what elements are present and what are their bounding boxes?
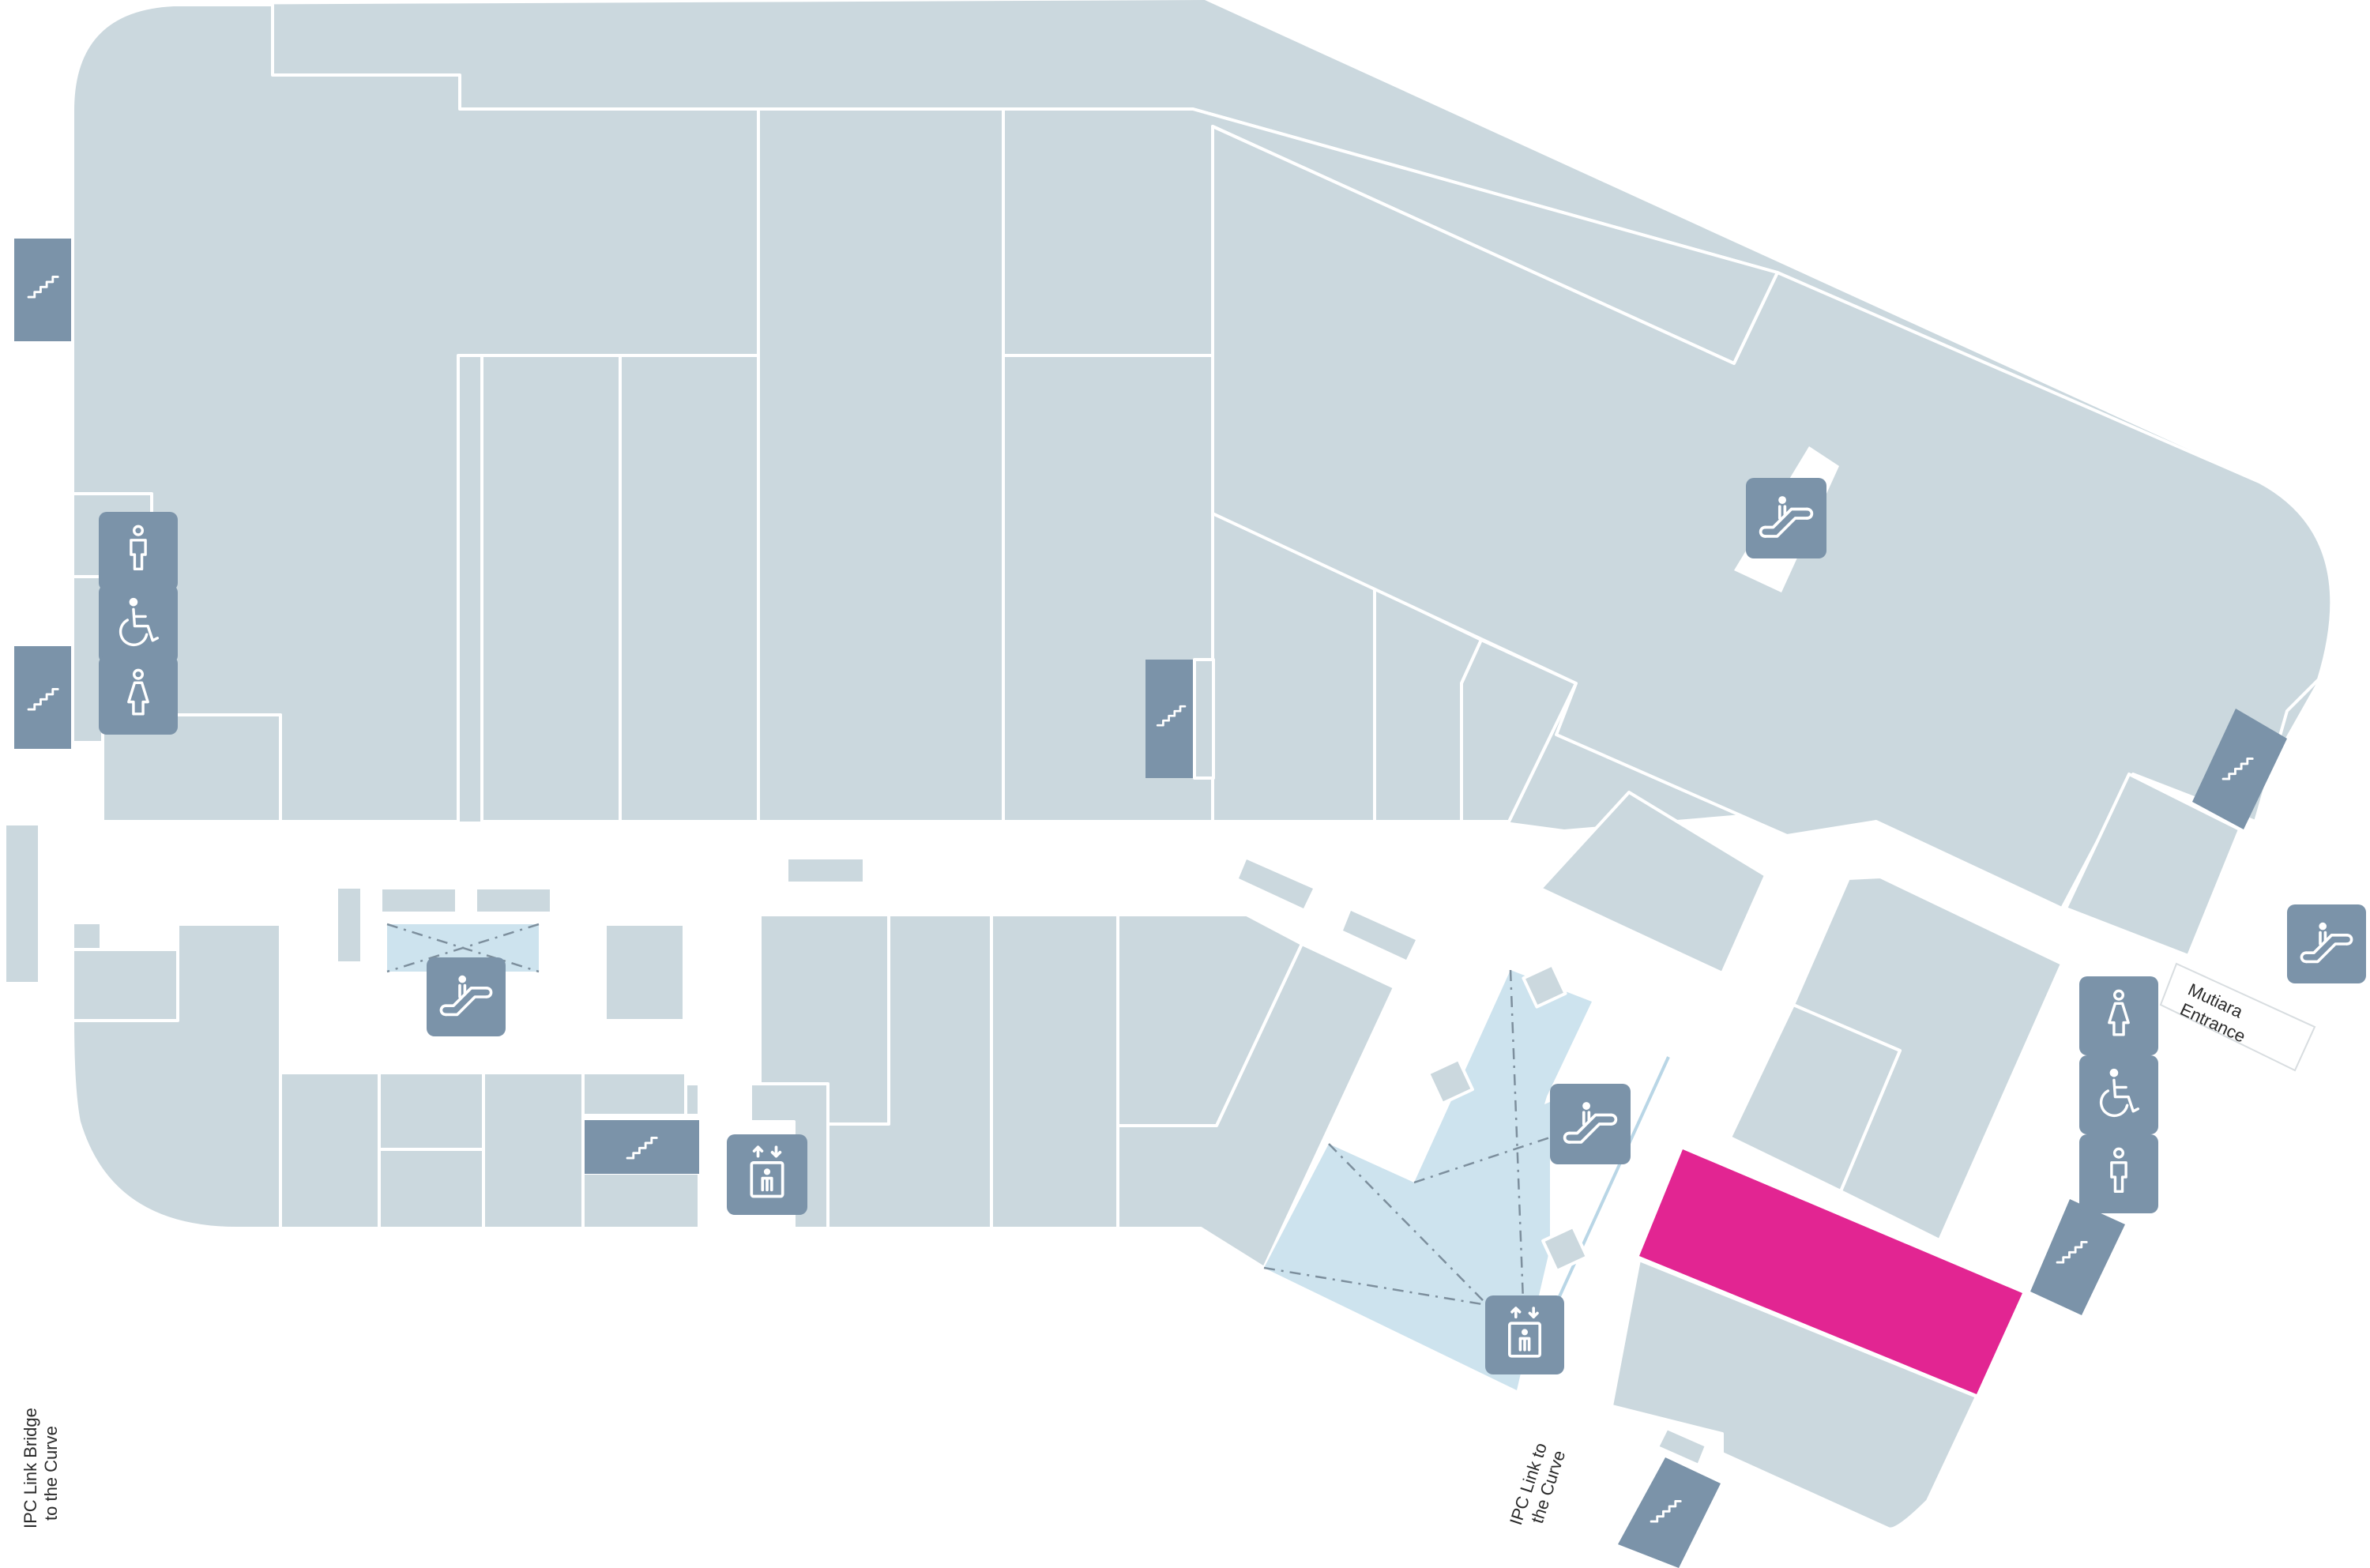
- void-column-3: [1541, 1225, 1589, 1273]
- unit-a2[interactable]: [619, 354, 760, 823]
- mutiara-entrance-area: [2159, 962, 2316, 1072]
- kiosk-5[interactable]: [1239, 859, 1313, 908]
- unit-west-small-a[interactable]: [71, 921, 103, 951]
- unit-east-mid[interactable]: [1729, 1003, 1902, 1193]
- lower-shop-block: [71, 913, 1396, 1269]
- unit-east-south-small[interactable]: [1656, 1427, 1708, 1467]
- atrium-void-central: [1264, 970, 1592, 1390]
- void-column-2: [1427, 1058, 1474, 1105]
- accessible-toilet-west[interactable]: [99, 585, 178, 664]
- male-toilet-east[interactable]: [2079, 1134, 2158, 1213]
- void-guide: [1263, 969, 1551, 1344]
- kiosk-6[interactable]: [1343, 911, 1416, 960]
- kiosk-1[interactable]: [788, 859, 863, 882]
- highlighted-shop-unit[interactable]: [1639, 1149, 2022, 1394]
- stairs-east[interactable]: [2030, 1199, 2125, 1315]
- label-ipc-link-bridge-1: IPC Link Bridge: [21, 1408, 40, 1529]
- unit-south-c6[interactable]: [1116, 942, 1396, 1269]
- escalator-west[interactable]: [427, 957, 506, 1036]
- unit-west-small-b[interactable]: [71, 948, 179, 1022]
- unit-south-b2[interactable]: [378, 1071, 485, 1151]
- label-ipc-link-bridge-2: to the Curve: [41, 1426, 61, 1521]
- stairs-west-middle[interactable]: [14, 646, 71, 749]
- unit-kiosk-square[interactable]: [604, 923, 686, 1022]
- upper-shop-block: [71, 0, 2334, 957]
- stairs-west-top[interactable]: [14, 239, 71, 341]
- kiosk-4[interactable]: [338, 889, 360, 961]
- void-guide: [386, 923, 540, 973]
- unit-south-sliver[interactable]: [684, 1082, 701, 1117]
- kiosk-3[interactable]: [477, 889, 550, 912]
- accessible-toilet-east[interactable]: [2079, 1055, 2158, 1134]
- unit-west-corner[interactable]: [101, 713, 282, 823]
- unit-south-west-large[interactable]: [71, 923, 282, 1230]
- west-wall-strip: [6, 825, 38, 982]
- escalator-central[interactable]: [1550, 1084, 1631, 1164]
- unit-south-c4[interactable]: [990, 913, 1119, 1230]
- unit-east-kiosk[interactable]: [1539, 791, 1767, 975]
- unit-south-b1[interactable]: [279, 1071, 381, 1230]
- unit-south-b3[interactable]: [378, 1148, 485, 1230]
- unit-south-b6[interactable]: [581, 1171, 701, 1230]
- unit-south-b4[interactable]: [482, 1071, 585, 1230]
- unit-north-strip[interactable]: [71, 3, 1779, 823]
- unit-east-south[interactable]: [1610, 1258, 1978, 1531]
- male-toilet-west[interactable]: [99, 512, 178, 591]
- stairs-south-east[interactable]: [1618, 1457, 1721, 1568]
- unit-east-corner[interactable]: [2064, 773, 2241, 957]
- female-toilet-west[interactable]: [99, 656, 178, 735]
- escalator-north-east[interactable]: [1746, 478, 1826, 558]
- unit-south-b5[interactable]: [581, 1071, 687, 1117]
- female-toilet-east[interactable]: [2079, 976, 2158, 1055]
- unit-a3[interactable]: [757, 107, 1005, 823]
- kiosk-2[interactable]: [382, 889, 455, 912]
- stairs-central[interactable]: [1146, 660, 1194, 778]
- void-column-1: [1522, 963, 1567, 1009]
- escalator-east[interactable]: [2287, 904, 2366, 983]
- unit-a1[interactable]: [480, 354, 622, 823]
- unit-stair-side: [1193, 658, 1215, 780]
